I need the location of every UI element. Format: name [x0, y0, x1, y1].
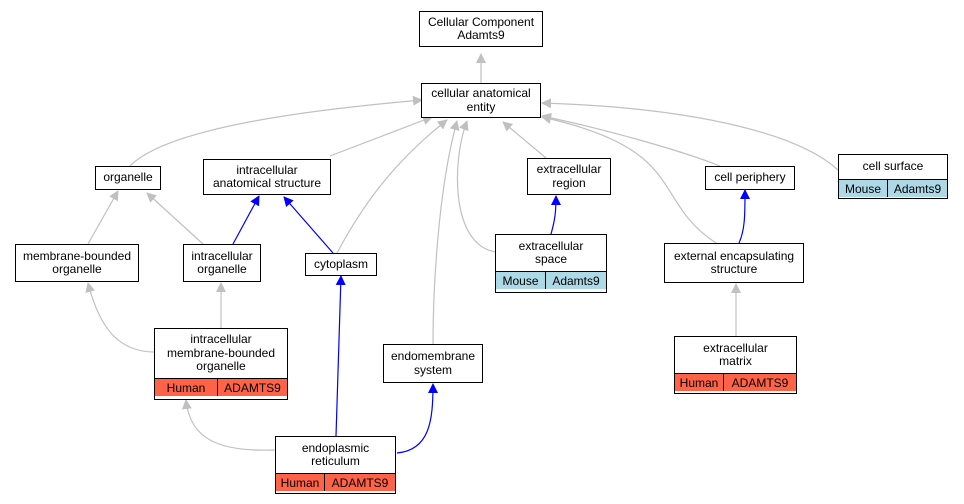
- annotation-bar-mouse: Mouse Adamts9: [496, 271, 606, 289]
- species-label: Mouse: [844, 181, 882, 196]
- annotation-bar-human: Human ADAMTS9: [276, 473, 395, 491]
- edge-exspace-to-exreg: [550, 195, 561, 235]
- gene-label: ADAMTS9: [324, 474, 395, 491]
- edge-er-to-imbo: [181, 399, 276, 451]
- node-intracellular-anatomical-structure[interactable]: intracellular anatomical structure: [203, 159, 331, 195]
- node-extracellular-matrix[interactable]: extracellular matrix Human ADAMTS9: [674, 336, 797, 394]
- edge-imbo-to-mbo: [85, 282, 156, 353]
- gene-label: ADAMTS9: [723, 374, 796, 391]
- edge-endo-to-cae: [432, 120, 460, 345]
- species-label: Human: [280, 475, 320, 490]
- node-label: Cellular Component Adamts9: [427, 14, 535, 42]
- edge-ias-to-cae: [329, 115, 433, 157]
- edge-organelle-to-cae: [129, 95, 423, 167]
- node-label: external encapsulating structure: [673, 248, 795, 276]
- node-label: endoplasmic reticulum: [301, 440, 370, 468]
- node-extracellular-region[interactable]: extracellular region: [527, 158, 611, 195]
- node-extracellular-space[interactable]: extracellular space Mouse Adamts9: [495, 234, 607, 293]
- node-intracellular-membrane-bounded-organelle[interactable]: intracellular membrane-bounded organelle…: [154, 328, 288, 400]
- edge-exspace-to-cae: [456, 120, 497, 253]
- node-external-encapsulating-structure[interactable]: external encapsulating structure: [664, 243, 804, 283]
- node-intracellular-organelle[interactable]: intracellular organelle: [183, 244, 261, 282]
- edge-cyto-to-ias: [283, 196, 334, 254]
- annotation-bar-mouse: Mouse Adamts9: [839, 179, 947, 197]
- node-label: cell periphery: [714, 170, 786, 185]
- node-label: endomembrane system: [390, 349, 476, 377]
- edge-icorg-to-organelle: [146, 192, 204, 245]
- species-label: Mouse: [502, 273, 539, 288]
- node-endoplasmic-reticulum[interactable]: endoplasmic reticulum Human ADAMTS9: [275, 436, 396, 494]
- node-cellular-component-root[interactable]: Cellular Component Adamts9: [419, 11, 543, 47]
- edge-exreg-to-cae: [502, 121, 547, 159]
- edge-icorg-to-ias: [232, 195, 260, 245]
- node-membrane-bounded-organelle[interactable]: membrane-bounded organelle: [15, 244, 139, 282]
- species-label: Human: [679, 375, 719, 390]
- edge-ecs-to-cellper: [738, 189, 750, 244]
- node-label: intracellular membrane-bounded organelle: [166, 332, 276, 374]
- node-label: intracellular anatomical structure: [212, 162, 322, 190]
- gene-label: Adamts9: [887, 180, 947, 197]
- node-label: cell surface: [862, 159, 924, 174]
- edge-mbo-to-organelle: [87, 190, 119, 245]
- gene-label: ADAMTS9: [217, 379, 287, 396]
- edge-cellsurf-to-cae: [541, 98, 839, 171]
- gene-label: Adamts9: [545, 272, 606, 289]
- node-endomembrane-system[interactable]: endomembrane system: [383, 344, 483, 383]
- node-label: intracellular organelle: [191, 248, 253, 276]
- node-cell-periphery[interactable]: cell periphery: [705, 166, 795, 190]
- node-label: extracellular space: [518, 238, 584, 266]
- annotation-bar-human: Human ADAMTS9: [155, 378, 287, 396]
- edge-cyto-to-cae: [336, 119, 448, 254]
- node-label: extracellular region: [536, 162, 602, 190]
- edge-ecs-to-cae: [541, 114, 717, 244]
- node-cell-surface[interactable]: cell surface Mouse Adamts9: [838, 154, 948, 199]
- edge-cellper-to-cae: [541, 112, 721, 167]
- edge-er-to-cyto: [335, 275, 346, 437]
- node-label: cellular anatomical entity: [431, 86, 531, 114]
- annotation-bar-human: Human ADAMTS9: [675, 373, 796, 391]
- species-label: Human: [166, 380, 206, 395]
- node-label: membrane-bounded organelle: [22, 248, 132, 276]
- node-cellular-anatomical-entity[interactable]: cellular anatomical entity: [421, 83, 541, 118]
- node-label: organelle: [103, 170, 153, 185]
- node-label: cytoplasm: [313, 256, 369, 271]
- node-organelle[interactable]: organelle: [95, 166, 161, 190]
- node-cytoplasm[interactable]: cytoplasm: [305, 253, 377, 276]
- edge-er-to-endo: [396, 383, 438, 454]
- node-label: extracellular matrix: [703, 340, 768, 368]
